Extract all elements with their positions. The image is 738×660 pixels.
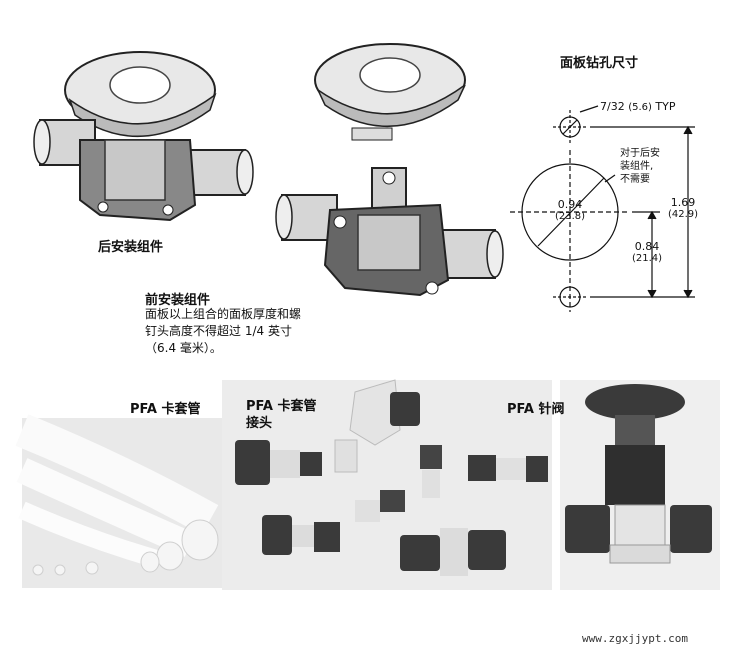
pfa-needle-valve-illustration	[560, 380, 720, 590]
rear-mount-caption: 后安装组件	[98, 240, 164, 255]
hole-typ: TYP	[655, 100, 676, 113]
rear-mount-note-line: 对于后安	[620, 148, 660, 159]
diameter-label: 0.94 (23.8)	[555, 198, 585, 222]
offset-value: 0.84	[634, 240, 660, 253]
rear-mount-note-line: 不需要	[620, 174, 650, 185]
rear-mount-note: 对于后安 装组件, 不需要	[620, 147, 660, 186]
height-label: 1.69 (42.9)	[668, 196, 698, 220]
watermark: www.zgxjjypt.com	[582, 632, 688, 645]
hole-size-label: 7/32 (5.6) TYP	[600, 100, 676, 113]
needle-valve-caption: PFA 针阀	[507, 402, 565, 417]
height-value: 1.69	[670, 196, 696, 209]
pfa-fittings-illustration	[222, 379, 552, 590]
front-mount-caption: 前安装组件	[145, 293, 211, 308]
rear-mount-valve-illustration	[33, 51, 254, 222]
height-mm: (42.9)	[668, 209, 699, 220]
diameter-mm: (23.8)	[555, 211, 586, 222]
rear-mount-note-line: 装组件,	[620, 161, 654, 172]
pfa-tubing-illustration	[15, 414, 222, 588]
front-mount-note: 面板以上组合的面板厚度和螺 钉头高度不得超过 1/4 英寸 （6.4 毫米）。	[145, 306, 301, 357]
fittings-caption-line: 接头	[246, 416, 273, 431]
front-mount-note-line: 面板以上组合的面板厚度和螺	[145, 307, 302, 321]
diameter-value: 0.94	[557, 198, 583, 211]
panel-drill-title: 面板钻孔尺寸	[560, 56, 639, 71]
hole-size: 7/32	[600, 100, 625, 113]
fittings-caption-line: PFA 卡套管	[246, 399, 317, 414]
offset-mm: (21.4)	[632, 253, 663, 264]
front-mount-note-line: 钉头高度不得超过 1/4 英寸	[145, 324, 292, 338]
front-mount-valve-illustration	[275, 43, 504, 297]
tubing-caption: PFA 卡套管	[130, 402, 201, 417]
hole-size-mm: (5.6)	[628, 102, 652, 113]
fittings-caption: PFA 卡套管 接头	[246, 398, 317, 432]
front-mount-note-line: （6.4 毫米）。	[145, 341, 222, 355]
offset-label: 0.84 (21.4)	[632, 240, 662, 264]
panel-drill-diagram	[510, 105, 695, 312]
